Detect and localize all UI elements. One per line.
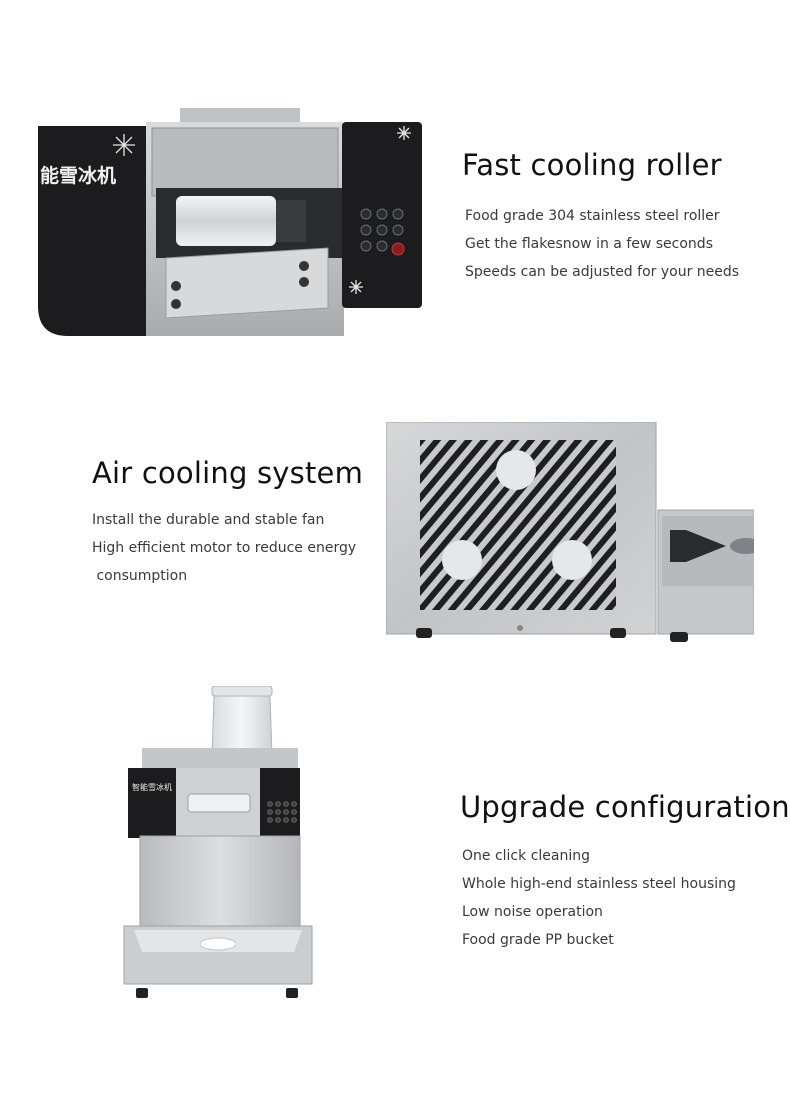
roller-closeup-label: 能雪冰机 <box>40 164 116 187</box>
front-view-image: 智能雪冰机 <box>123 686 313 998</box>
feature-list: Install the durable and stable fan High … <box>92 506 356 590</box>
feature-line: High efficient motor to reduce energy <box>92 540 357 556</box>
feature-line: Whole high-end stainless steel housing <box>462 876 736 892</box>
air-vent-image <box>386 422 754 642</box>
section-title: Fast cooling roller <box>462 148 722 182</box>
feature-line: Food grade PP bucket <box>462 932 614 948</box>
feature-line: Install the durable and stable fan <box>92 512 325 528</box>
feature-line: Get the flakesnow in a few seconds <box>465 236 713 252</box>
feature-line: Food grade 304 stainless steel roller <box>465 208 720 224</box>
feature-list: Food grade 304 stainless steel roller Ge… <box>465 202 739 286</box>
feature-line: Low noise operation <box>462 904 603 920</box>
feature-line: One click cleaning <box>462 848 590 864</box>
feature-list: One click cleaning Whole high-end stainl… <box>462 842 736 954</box>
front-view-label: 智能雪冰机 <box>132 782 172 792</box>
feature-line: Speeds can be adjusted for your needs <box>465 264 740 280</box>
roller-closeup-image: 能雪冰机 <box>38 108 422 336</box>
feature-line: consumption <box>92 568 188 584</box>
section-title: Upgrade configuration <box>460 790 790 824</box>
section-title: Air cooling system <box>92 456 364 490</box>
